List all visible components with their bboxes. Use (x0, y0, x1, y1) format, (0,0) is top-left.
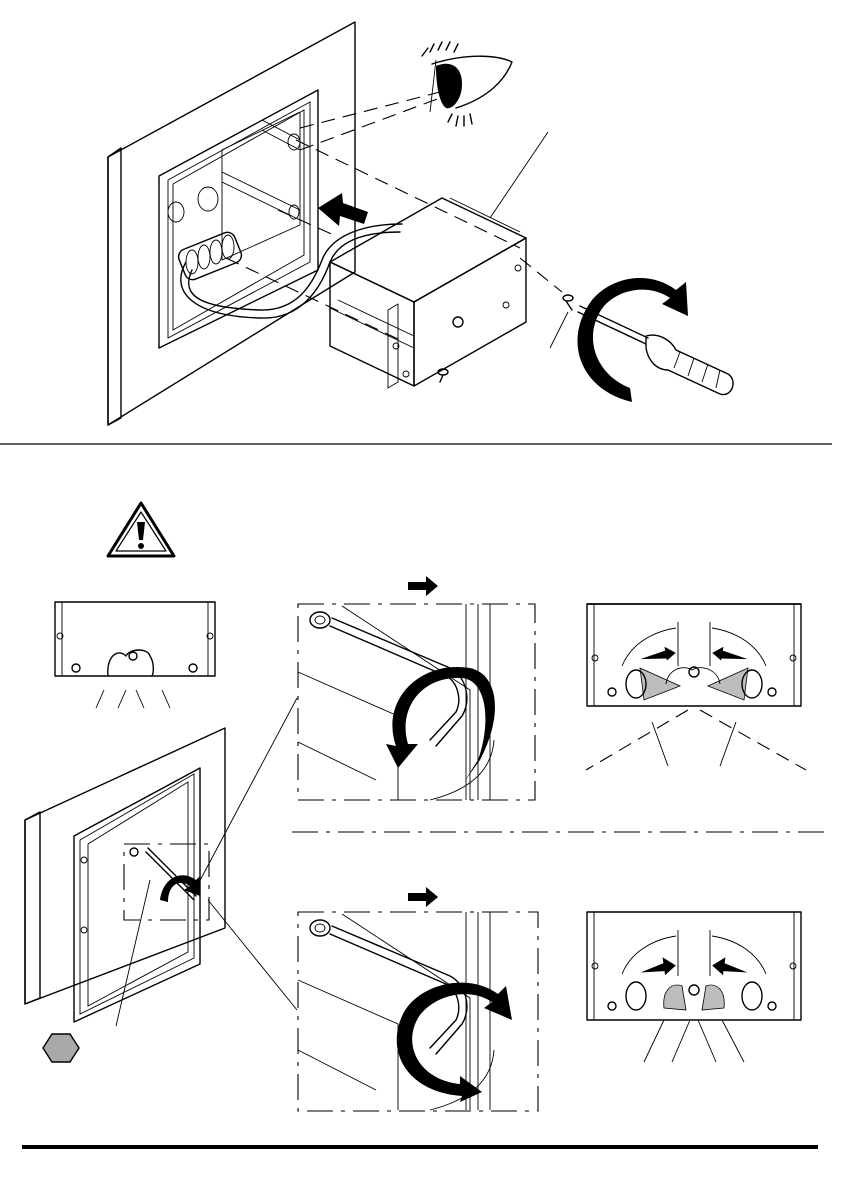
front-plate-small (55, 602, 215, 708)
dashed-alignment-lines (226, 92, 562, 340)
eye-icon (422, 42, 512, 126)
wall-frame (108, 22, 355, 425)
dimmer-unit (330, 132, 548, 388)
knob-plate-closed (587, 912, 801, 1062)
warning-triangle-icon (108, 503, 174, 556)
hexagon-tool-icon (43, 1034, 79, 1062)
terminal-block (176, 230, 244, 282)
detail-hex-key-clockwise (298, 604, 535, 800)
detail-hex-key-counterclockwise (298, 912, 538, 1111)
direction-arrow-icon (408, 576, 438, 907)
knob-plate-open (586, 604, 806, 770)
wall-plate-perspective (25, 698, 297, 1026)
rotate-arrow-icon (577, 278, 688, 402)
wall-box-interior (168, 112, 300, 260)
insert-arrow-icon (318, 193, 368, 226)
